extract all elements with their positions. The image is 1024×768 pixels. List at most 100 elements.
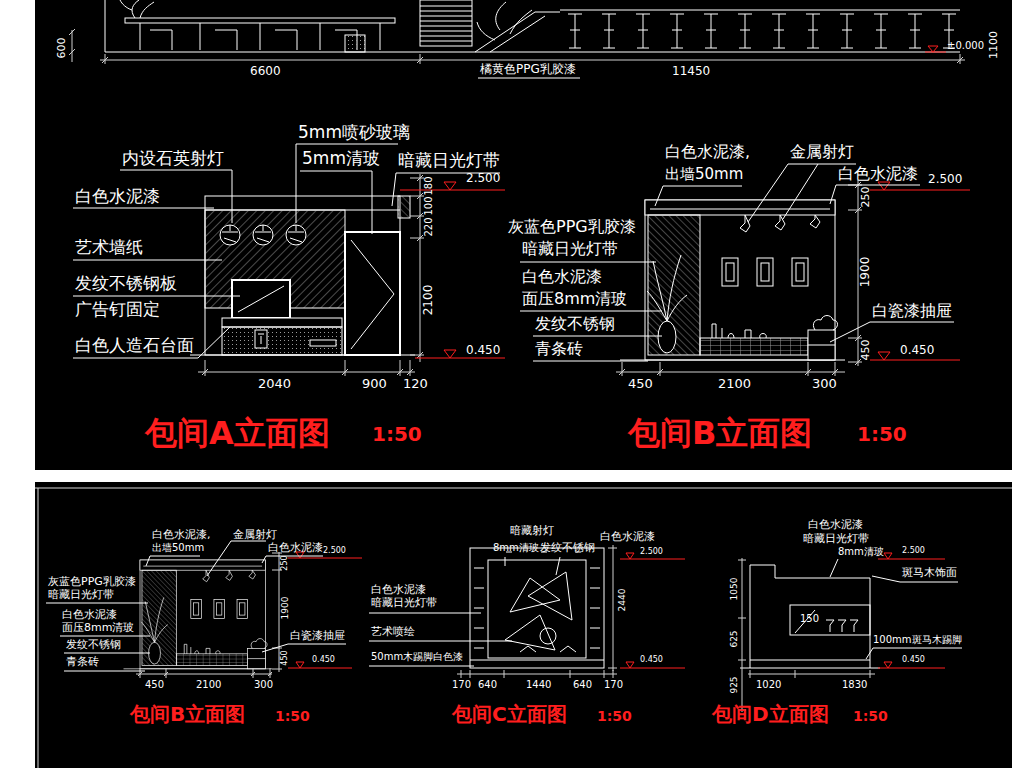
elevation-a	[232, 280, 290, 318]
material-callout: 白色水泥漆	[62, 609, 117, 622]
sheet-ground	[35, 0, 1012, 470]
level-marker	[870, 190, 970, 191]
material-callout: 内设石英射灯	[122, 149, 224, 169]
dimension-line	[613, 545, 614, 671]
level-marker	[400, 190, 505, 191]
dimension-line	[72, 30, 73, 62]
dimension-line	[616, 372, 845, 373]
leader-line	[64, 653, 150, 654]
dimension-text: 2.500	[323, 546, 346, 555]
dimension-line	[622, 362, 835, 376]
dimension-line	[100, 60, 965, 61]
material-callout: 暗藏日光灯带	[522, 240, 618, 258]
elevation-a	[398, 196, 410, 218]
level-marker	[884, 553, 892, 559]
dimension-text: 1830	[842, 679, 867, 691]
material-callout: 广告钉固定	[75, 300, 160, 320]
dimension-text: 0.450	[900, 344, 934, 358]
material-callout: 青条砖	[535, 340, 583, 358]
dimension-text: 625	[729, 630, 739, 647]
elevation-b	[740, 215, 820, 232]
level-marker	[296, 662, 304, 668]
material-callout: 金属射灯	[790, 143, 854, 161]
dimension-text: 450	[860, 340, 873, 361]
material-callout: 50mm木踢脚白色漆	[371, 651, 463, 663]
drawing-title: 1:50	[853, 708, 888, 724]
elevation-b	[700, 338, 808, 355]
dimension-text: 100	[423, 196, 435, 215]
elevation-c	[520, 646, 576, 652]
leader-line	[73, 144, 500, 358]
restaurant-section	[150, 30, 357, 50]
drawing-title: 1:50	[372, 423, 422, 446]
elevation-c	[528, 572, 572, 620]
restaurant-section	[560, 10, 960, 11]
elevation-b	[650, 209, 830, 210]
restaurant-section	[420, 6, 472, 41]
material-callout: 艺术墙纸	[75, 238, 143, 258]
level-marker	[878, 182, 890, 190]
material-callout: 白色水泥漆,	[665, 143, 750, 161]
dimension-text: ±0.000	[947, 40, 984, 52]
leader-line	[556, 557, 560, 575]
elevation-b-copy	[124, 560, 273, 669]
dimension-text: 300	[812, 377, 837, 392]
restaurant-section	[125, 18, 395, 23]
leader-line	[369, 613, 481, 614]
material-callout: 暗藏日光灯带	[803, 533, 869, 546]
dimension-text: 0.450	[902, 655, 925, 664]
leader-line	[478, 78, 580, 79]
material-callout: 白瓷漆抽屉	[290, 630, 345, 643]
material-callout: 5mm喷砂玻璃	[298, 123, 410, 143]
restaurant-section	[105, 0, 106, 52]
leader-line	[830, 185, 920, 204]
material-callout: 暗藏日光灯带	[398, 151, 500, 171]
leader-line	[262, 644, 346, 652]
material-callout: 8mm清玻	[493, 542, 539, 554]
material-callout: 发纹不锈钢	[540, 542, 595, 555]
material-callout: 8mm清玻	[838, 546, 884, 558]
level-marker	[288, 668, 352, 669]
material-callout: 金属射灯	[233, 529, 277, 542]
dimension-text: 120	[403, 377, 428, 392]
leader-line	[46, 603, 148, 604]
leader-line	[262, 556, 323, 563]
leader-line	[505, 557, 506, 566]
drawing-title: 包间C立面图	[452, 703, 567, 726]
restaurant-section	[420, 0, 472, 46]
material-callout: 暗藏日光灯带	[371, 597, 437, 610]
dimension-text: 150	[800, 613, 819, 625]
elevation-b	[645, 200, 835, 360]
dimension-line	[457, 674, 617, 675]
dimension-text: 1100	[988, 31, 1001, 59]
leader-line	[830, 559, 962, 659]
dimension-line	[738, 558, 875, 712]
leader-line	[392, 173, 500, 206]
leader-line	[830, 322, 954, 342]
material-callout: 100mm斑马木踢脚	[873, 634, 962, 646]
material-callout: 暗藏日光灯带	[48, 589, 114, 602]
level-marker	[626, 553, 634, 559]
dimension-line	[202, 369, 413, 375]
leader-line	[207, 541, 266, 576]
leader-line	[146, 556, 200, 566]
elevation-a	[190, 196, 415, 355]
material-callout: 斑马木饰面	[902, 567, 957, 580]
level-marker	[884, 662, 892, 668]
drawing-title: 1:50	[597, 708, 632, 724]
restaurant-section	[105, 52, 960, 53]
dimension-text: 600	[56, 38, 69, 59]
leader-line	[73, 260, 222, 261]
sheet-ground	[38, 488, 39, 768]
dimension-text: 0.450	[466, 344, 500, 358]
elevation-b	[761, 263, 769, 281]
material-callout: 发纹不锈钢	[535, 315, 615, 333]
elevation-c	[540, 628, 556, 644]
elevation-a	[255, 330, 267, 348]
dimension-line	[461, 670, 613, 678]
leader-line	[73, 296, 240, 297]
material-callout: 白色水泥漆	[600, 531, 655, 544]
dimension-text: 170	[604, 679, 623, 691]
elevation-c	[505, 615, 555, 650]
leader-line	[478, 78, 580, 79]
